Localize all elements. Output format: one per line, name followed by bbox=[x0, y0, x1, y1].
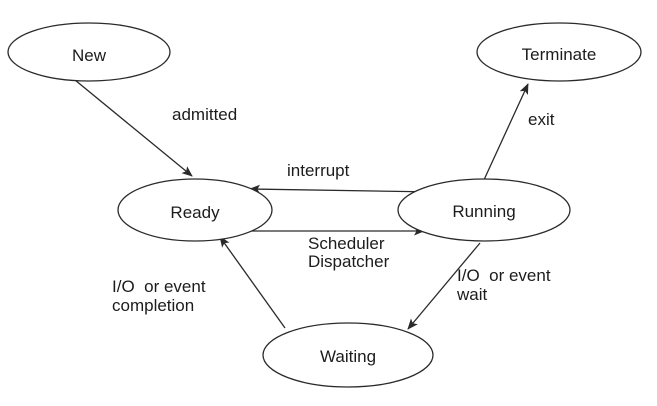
edge-exit-label: exit bbox=[528, 110, 555, 129]
node-waiting-shape bbox=[262, 322, 434, 388]
edge-exit-arrow bbox=[482, 83, 529, 183]
edge-dispatch-label-line2: Dispatcher bbox=[308, 252, 390, 271]
edge-interrupt-arrow bbox=[249, 184, 438, 194]
edge-io-wait-label-line1: I/O or event bbox=[457, 266, 551, 285]
edge-io-wait-arrow bbox=[407, 242, 481, 330]
node-terminate-label: Terminate bbox=[522, 45, 597, 64]
node-waiting-label: Waiting bbox=[320, 347, 376, 366]
edge-admitted-arrow bbox=[74, 79, 193, 177]
node-running-shape bbox=[397, 178, 571, 242]
node-new-label: New bbox=[72, 46, 107, 65]
node-ready-label: Ready bbox=[170, 203, 220, 222]
edge-dispatch-label-line1: Scheduler bbox=[308, 234, 385, 253]
node-running-label: Running bbox=[452, 202, 515, 221]
edge-admitted-label: admitted bbox=[172, 105, 237, 124]
edge-io-wait-label-line2: wait bbox=[456, 285, 488, 304]
node-new-shape bbox=[7, 22, 171, 82]
edge-io-completion-label-line2: completion bbox=[112, 296, 194, 315]
edge-io-completion-arrow bbox=[219, 236, 286, 329]
edge-interrupt-label: interrupt bbox=[287, 161, 350, 180]
edge-io-completion-label-line1: I/O or event bbox=[112, 277, 206, 296]
node-ready-shape bbox=[117, 178, 273, 242]
node-terminate-shape bbox=[476, 22, 642, 82]
